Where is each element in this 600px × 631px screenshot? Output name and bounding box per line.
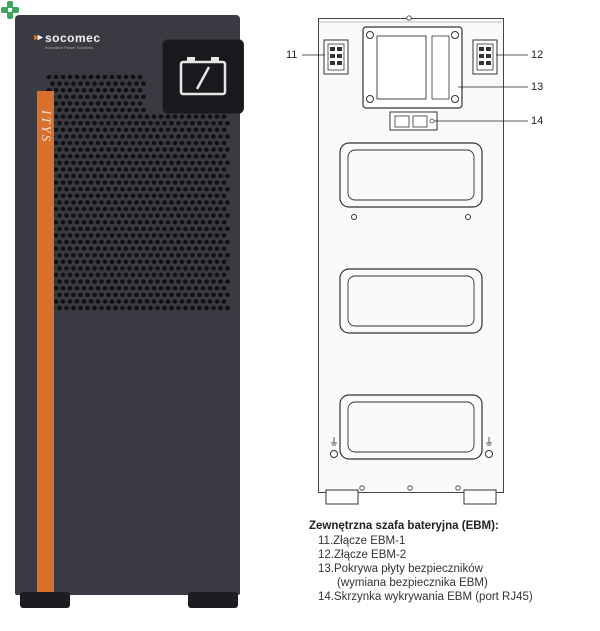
front-foot-left [20,592,70,608]
caption-item: 12.Złącze EBM-2 [318,549,407,561]
rear-panel-diagram [302,15,528,505]
ups-front-cabinet: socomec Innovative Power Solutions ITYS [15,15,244,598]
caption-item: 14.Skrzynka wykrywania EBM (port RJ45) [318,591,533,603]
callout-14: 14 [531,115,544,127]
caption-item: 11.Złącze EBM-1 [318,535,406,547]
callout-13: 13 [531,81,544,93]
callout-12: 12 [531,49,544,61]
brand-logo-icon [34,34,43,41]
fuse-board-cover [362,26,463,109]
battery-display-panel [162,39,244,114]
ebm-1-connector [323,39,349,75]
callout-11: 11 [286,49,298,61]
battery-icon [179,57,227,96]
handle-middle [339,268,483,334]
caption-title: Zewnętrzna szafa bateryjna (EBM): [309,520,499,532]
caption-item: (wymiana bezpiecznika EBM) [337,577,488,589]
handle-top [339,142,483,208]
plus-icon [1,1,19,19]
caption-item: 13.Pokrywa płyty bezpieczników [318,563,483,575]
ground-terminal-left [330,437,338,458]
brand-name: socomec [45,31,101,45]
vent-grille [46,74,230,311]
front-foot-right [188,592,238,608]
orange-accent-strip [37,91,54,598]
brand-tagline: Innovative Power Solutions [45,45,94,50]
ebm-detection-box [389,111,438,131]
handle-bottom [339,394,483,460]
ground-terminal-right [485,437,493,458]
ebm-2-connector [472,39,498,75]
